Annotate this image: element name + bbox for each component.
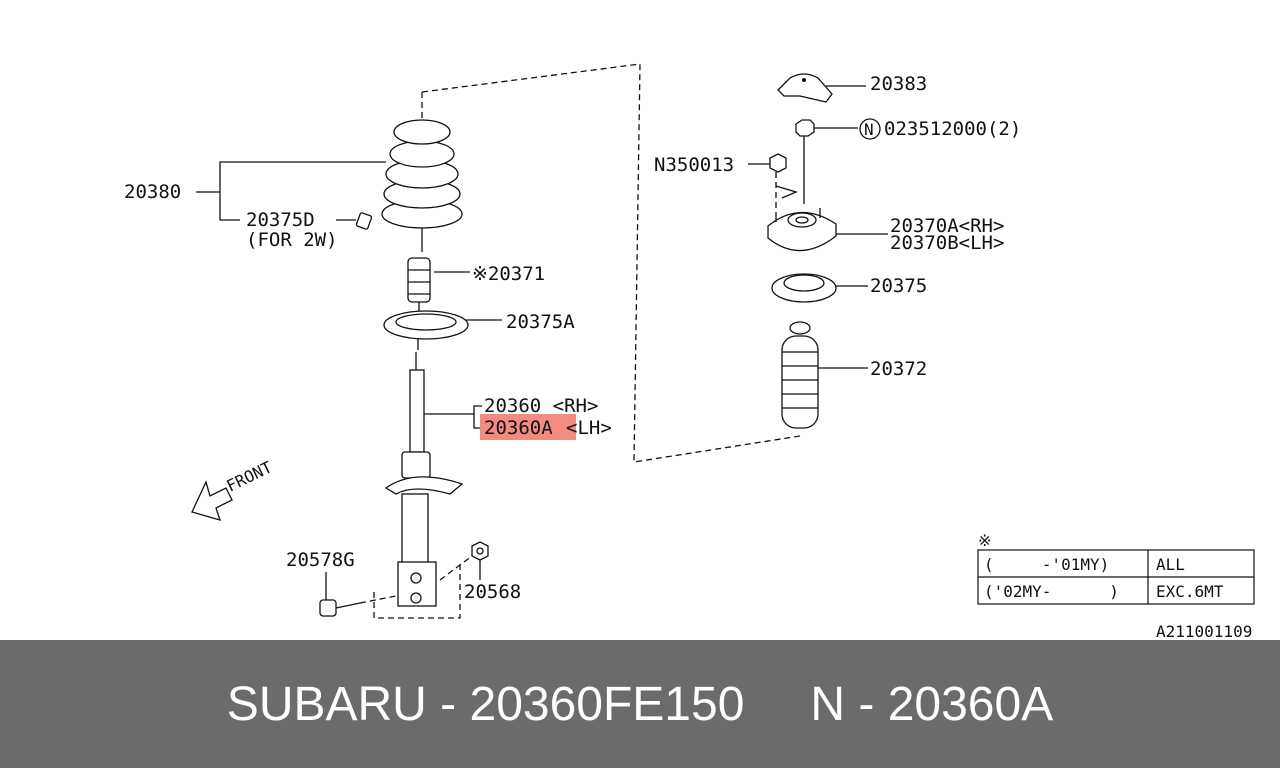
figure-code: A211001109 — [1156, 622, 1252, 640]
note-row-2-applies: EXC.6MT — [1156, 582, 1224, 601]
lower-seat — [383, 310, 469, 350]
label-bump-stop: ※20371 — [472, 263, 545, 285]
label-strut-rh: 20360 <RH> — [484, 395, 598, 417]
footer-bar: SUBARU - 20360FE150 N - 20360A — [0, 640, 1280, 768]
note-row-1-applies: ALL — [1156, 555, 1185, 574]
note-table-mark: ※ — [978, 531, 991, 550]
label-lower-seat: 20375A — [506, 311, 575, 333]
note-row-1-range: ( -'01MY) — [984, 555, 1109, 574]
footer-brand-part: SUBARU - 20360FE150 — [226, 677, 745, 731]
coil-spring — [381, 119, 463, 252]
strut-assembly — [384, 352, 464, 607]
dust-boot — [781, 321, 868, 429]
diagram-canvas: FRONT 20380 20375D (FOR 2W) ※20371 20375… — [124, 63, 1255, 640]
upper-mount — [767, 208, 888, 252]
label-coil-spring: 20380 — [124, 181, 181, 203]
label-upper-seat: 20375 — [870, 275, 927, 297]
label-cap: 20383 — [870, 73, 927, 95]
label-mount-lh: 20370B<LH> — [890, 232, 1004, 254]
footer-caption: SUBARU - 20360FE150 N - 20360A — [0, 640, 1280, 768]
side-nut — [748, 153, 798, 214]
label-side-nut: N350013 — [654, 154, 734, 176]
footer-ref: N - 20360A — [810, 677, 1054, 731]
upper-seat — [771, 273, 868, 303]
label-top-nut-circle: N — [864, 120, 874, 139]
cap — [777, 73, 833, 103]
parts-diagram: FRONT 20380 20375D (FOR 2W) ※20371 20375… — [124, 63, 1255, 640]
label-mount-rh: 20370A<RH> — [890, 215, 1004, 237]
label-spring-cap: 20375D — [246, 209, 315, 231]
lower-nut — [373, 541, 489, 619]
dashed-frame — [421, 63, 801, 463]
label-top-nut: 023512000(2) — [884, 118, 1021, 140]
note-row-2-range: ('02MY- ) — [984, 582, 1119, 601]
bolt — [319, 595, 397, 617]
left-leaders — [196, 161, 502, 600]
label-spring-cap-note: (FOR 2W) — [246, 229, 338, 251]
top-nut: N — [795, 118, 881, 204]
front-arrow: FRONT — [191, 457, 275, 521]
label-bolt: 20578G — [286, 549, 355, 571]
bump-stop — [407, 257, 431, 312]
label-lower-nut: 20568 — [464, 581, 521, 603]
label-strut-lh-side: <LH> — [566, 417, 612, 439]
highlight-strut-lh — [480, 414, 576, 440]
note-table: ※ ( -'01MY) ALL ('02MY- ) EXC.6MT — [977, 531, 1255, 605]
label-strut-lh-code: 20360A — [484, 417, 553, 439]
label-boot: 20372 — [870, 358, 927, 380]
front-arrow-label: FRONT — [223, 457, 275, 495]
